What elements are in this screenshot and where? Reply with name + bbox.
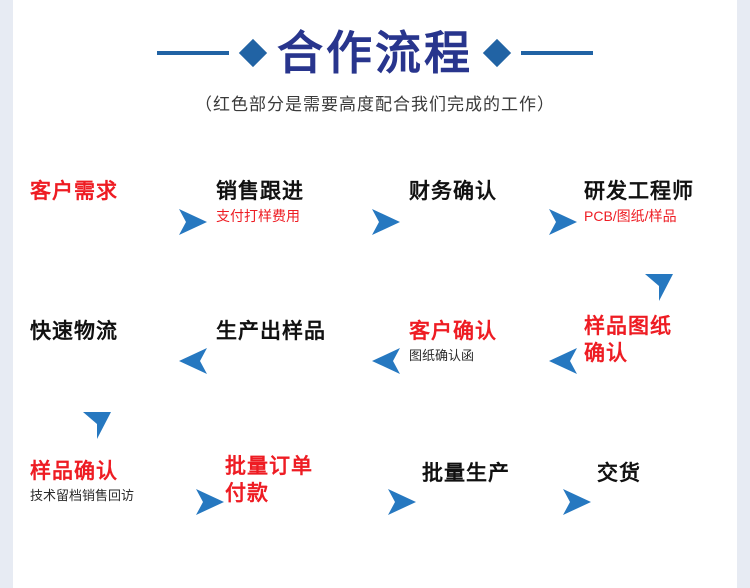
flow-node-title: 批量订单 付款 bbox=[225, 455, 313, 505]
flow-node-title: 销售跟进 bbox=[216, 180, 304, 203]
flow-diagram: 客户需求 销售跟进 支付打样费用 财务确认 研发工程师 PCB/图纸/样品 bbox=[13, 0, 737, 588]
flow-node-r2c4[interactable]: 样品图纸 确认 bbox=[584, 313, 732, 408]
page-title: 合作流程 bbox=[277, 27, 473, 79]
flow-node-subtitle: 支付打样费用 bbox=[216, 208, 300, 224]
title-row: 合作流程 bbox=[13, 22, 737, 84]
flow-node-title: 交货 bbox=[597, 462, 641, 485]
flow-node-r1c3[interactable]: 财务确认 bbox=[409, 178, 541, 266]
flow-node-title: 客户确认 bbox=[409, 320, 497, 343]
flow-node-r1c4[interactable]: 研发工程师 PCB/图纸/样品 bbox=[584, 178, 732, 266]
flow-node-r2c1[interactable]: 快速物流 bbox=[30, 318, 163, 403]
flow-node-r3c3[interactable]: 批量生产 bbox=[422, 460, 554, 544]
flowchart-page: 合作流程 （红色部分是需要高度配合我们完成的工作） 客户需求 销售跟进 支付打样… bbox=[13, 0, 737, 588]
flow-node-title: 研发工程师 bbox=[584, 180, 694, 203]
flow-node-r1c1[interactable]: 客户需求 bbox=[30, 178, 163, 266]
flow-node-title: 批量生产 bbox=[422, 462, 510, 485]
page-subtitle: （红色部分是需要高度配合我们完成的工作） bbox=[195, 95, 555, 114]
flow-node-subtitle: 技术留档销售回访 bbox=[30, 488, 135, 503]
flow-node-r1c2[interactable]: 销售跟进 支付打样费用 bbox=[216, 178, 364, 266]
horizontal-rule-right-icon bbox=[521, 51, 593, 55]
flow-node-title: 样品确认 bbox=[30, 460, 118, 483]
flow-node-r2c3[interactable]: 客户确认 图纸确认函 bbox=[409, 318, 541, 403]
flow-node-title: 财务确认 bbox=[409, 180, 497, 203]
page-header: 合作流程 （红色部分是需要高度配合我们完成的工作） bbox=[13, 22, 737, 115]
flow-node-title: 客户需求 bbox=[30, 180, 118, 203]
flow-node-r3c2[interactable]: 批量订单 付款 bbox=[225, 453, 377, 550]
flow-node-r3c1[interactable]: 样品确认 技术留档销售回访 bbox=[30, 458, 182, 545]
flow-node-title: 样品图纸 确认 bbox=[584, 315, 672, 365]
horizontal-rule-left-icon bbox=[157, 51, 229, 55]
flow-node-r3c4[interactable]: 交货 bbox=[597, 460, 729, 544]
flow-node-subtitle: 图纸确认函 bbox=[409, 348, 475, 363]
flow-node-r2c2[interactable]: 生产出样品 bbox=[216, 318, 364, 403]
flow-node-title: 快速物流 bbox=[30, 320, 118, 343]
flow-node-title: 生产出样品 bbox=[216, 320, 326, 343]
flow-node-subtitle: PCB/图纸/样品 bbox=[584, 208, 677, 224]
